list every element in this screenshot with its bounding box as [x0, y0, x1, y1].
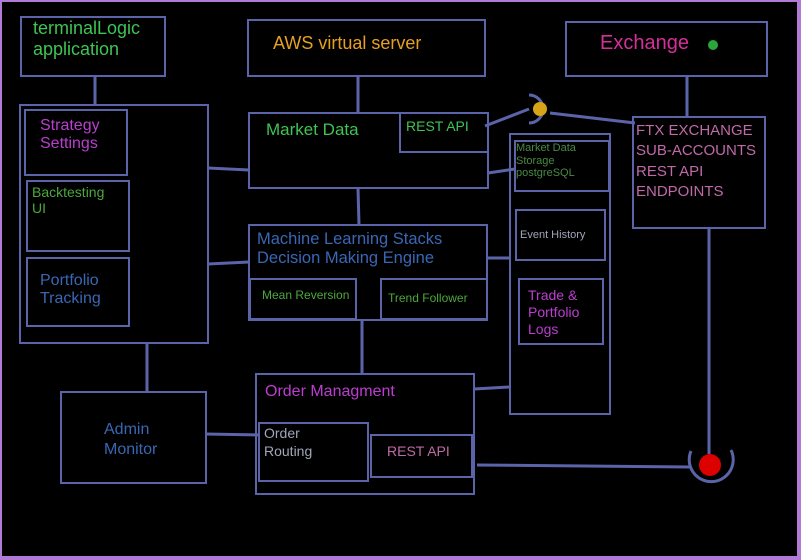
storage-column	[509, 133, 611, 415]
terminal-logic-box	[20, 16, 166, 77]
mean-reversion-label: Mean Reversion	[262, 288, 350, 302]
market-data-storage-label: Market Data Storage postgreSQL	[516, 142, 576, 180]
portfolio-tracking-box	[26, 257, 130, 327]
order-routing-box	[258, 422, 369, 482]
connector-restapi-socket	[484, 107, 530, 128]
connector-left-ml	[207, 260, 250, 266]
ml-engine-label: Machine Learning Stacks Decision Making …	[257, 230, 443, 267]
ml-engine-box	[248, 224, 488, 321]
order-routing-label: Order Routing	[264, 425, 313, 459]
aws-server-box	[247, 19, 486, 77]
event-history-label: Event History	[520, 229, 586, 241]
admin-monitor-label: Admin Monitor	[104, 421, 158, 458]
order-rest-api-box	[370, 434, 473, 478]
trend-follower-label: Trend Follower	[388, 291, 468, 305]
exchange-box	[565, 21, 768, 77]
event-history-box	[515, 209, 606, 261]
trade-portfolio-logs-label: Trade & Portfolio Logs	[528, 287, 580, 337]
backtesting-ui-box	[26, 180, 130, 252]
trend-follower-box	[380, 278, 488, 320]
connector-market-ml	[356, 187, 361, 226]
connector-order-storage	[473, 385, 511, 391]
backtesting-ui-label: Backtesting UI	[32, 184, 105, 217]
connector-left-market	[207, 166, 250, 172]
order-management-box	[255, 373, 475, 495]
aws-server-label: AWS virtual server	[273, 33, 422, 53]
connector-socket-ftx	[549, 111, 636, 125]
terminal-logic-label: terminalLogic application	[33, 18, 141, 59]
left-panel	[19, 104, 209, 344]
connector-restapi-red	[476, 463, 691, 469]
mean-reversion-box	[249, 278, 357, 320]
socket-bottom-dot	[699, 454, 721, 476]
ftx-exchange-box	[632, 116, 766, 229]
order-rest-api-label: REST API	[387, 443, 450, 459]
ftx-exchange-label: FTX EXCHANGE SUB-ACCOUNTS REST API ENDPO…	[636, 122, 757, 200]
strategy-settings-label: Strategy Settings	[40, 117, 100, 153]
admin-monitor-box	[60, 391, 207, 484]
status-light	[708, 40, 718, 50]
socket-top-dot	[533, 102, 547, 116]
trade-portfolio-logs-box	[518, 278, 604, 345]
market-data-label: Market Data	[266, 120, 359, 139]
strategy-settings-box	[24, 109, 128, 176]
order-management-label: Order Managment	[265, 383, 395, 400]
market-data-storage-box	[514, 140, 610, 192]
socket-bottom-arc	[687, 449, 735, 484]
exchange-label: Exchange	[600, 32, 689, 54]
market-data-rest-api-box	[399, 112, 489, 153]
market-data-rest-api-label: REST API	[406, 118, 469, 134]
portfolio-tracking-label: Portfolio Tracking	[40, 272, 101, 308]
connector-admin-routing	[204, 432, 261, 437]
